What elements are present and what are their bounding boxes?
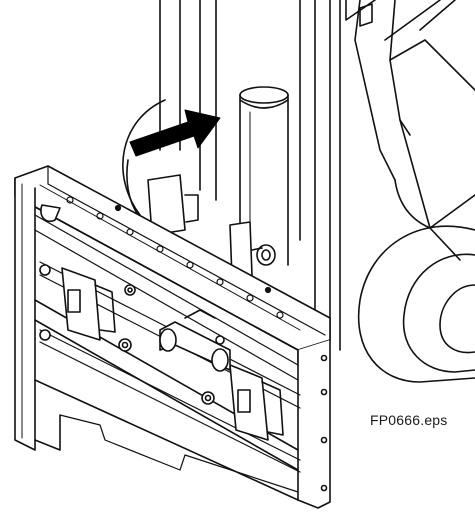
file-label: FP0666.eps [370, 412, 448, 428]
bolt-holes [66, 196, 284, 319]
direction-arrow [129, 109, 221, 157]
mast-uprights [159, 0, 341, 351]
lift-cylinder [239, 86, 289, 266]
sideshift-carriage [14, 165, 331, 509]
carriage-bracket [147, 174, 276, 279]
drive-wheel [357, 225, 475, 383]
truck-body [345, 0, 475, 261]
backrest-curve-inner [126, 159, 139, 216]
